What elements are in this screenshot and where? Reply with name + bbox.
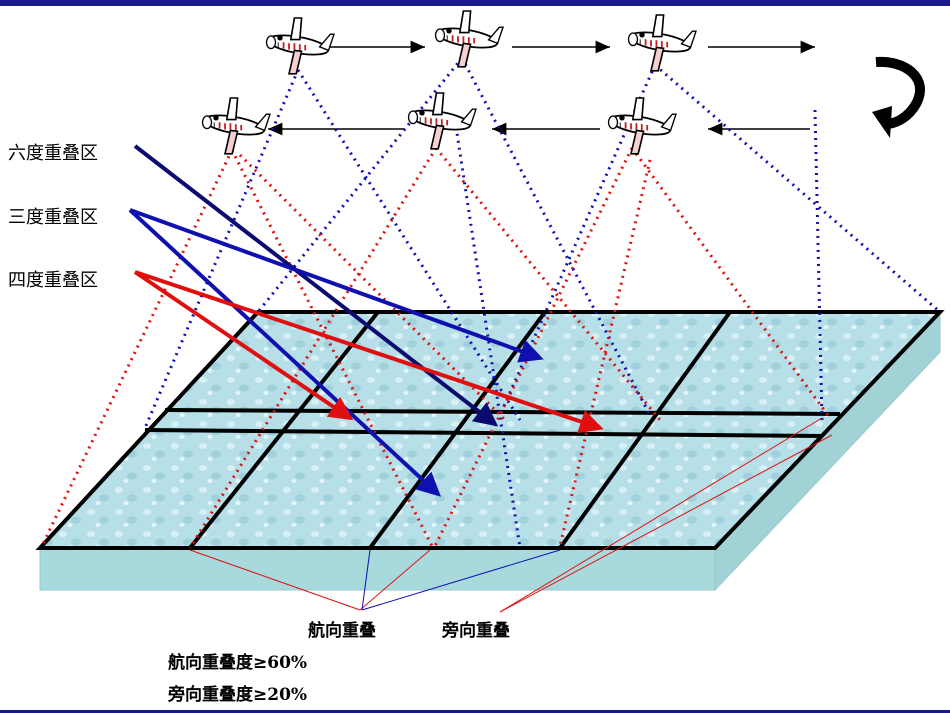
top-frame-bar: [0, 0, 950, 6]
forward-overlap-rule: 航向重叠度≥60%: [168, 653, 308, 673]
leader-lines: [189, 417, 833, 613]
photo-grid: [35, 310, 945, 550]
six-overlap-label: 六度重叠区: [8, 143, 98, 164]
six-overlap-arrow: [133, 144, 499, 427]
airplane-icon: [434, 10, 504, 68]
four-overlap-arrows: [133, 270, 604, 434]
three-overlap-arrows: [128, 208, 544, 497]
airplane-icon: [265, 17, 335, 75]
terrain-block: [39, 310, 941, 592]
forward-overlap-label: 航向重叠: [308, 621, 376, 641]
airplane-icon: [607, 97, 677, 155]
bottom-frame-bar: [0, 710, 950, 713]
side-overlap-rule: 旁向重叠度≥20%: [168, 685, 308, 705]
flight-path-arrows: [268, 40, 815, 136]
airplane-icon: [201, 97, 271, 155]
red-projection-rays: [40, 147, 832, 549]
airplane-icon: [407, 92, 477, 150]
three-overlap-label: 三度重叠区: [8, 207, 98, 228]
side-overlap-label: 旁向重叠: [442, 621, 510, 641]
four-overlap-label: 四度重叠区: [8, 270, 98, 291]
u-turn-arrow-icon: [872, 56, 925, 138]
airplane-icon: [627, 14, 697, 72]
